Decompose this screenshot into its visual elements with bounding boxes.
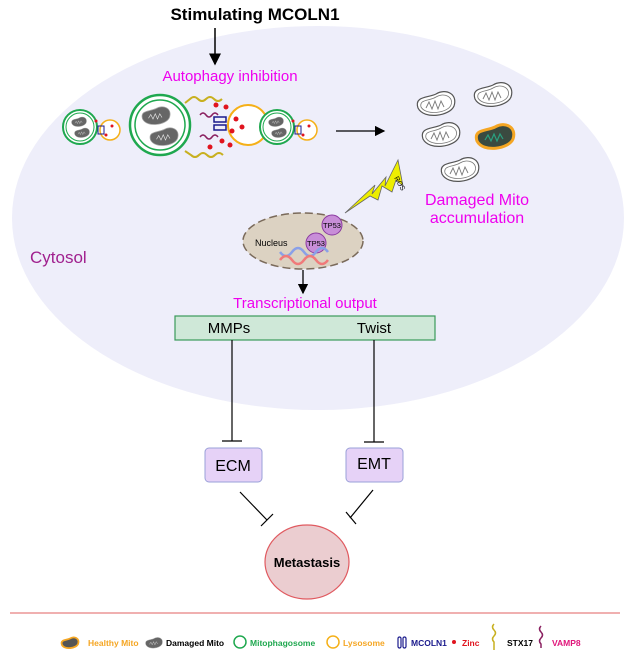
mitophagosome-lysosome-complex-left: [62, 109, 121, 145]
inhibition-lines: [222, 340, 384, 527]
legend-damaged-mito-icon: [145, 637, 163, 649]
metastasis-label: Metastasis: [274, 555, 340, 570]
damaged-mitochondria-cluster: [416, 82, 516, 183]
nucleus-label: Nucleus: [255, 238, 288, 248]
target-twist: Twist: [357, 320, 392, 337]
legend-stx17: STX17: [507, 638, 533, 648]
transcription-label: Transcriptional output: [233, 295, 378, 312]
legend-mitophagosome: Mitophagosome: [250, 638, 315, 648]
metastasis-node: [264, 524, 350, 600]
damaged-label-line-1: Damaged Mito: [425, 192, 529, 209]
autophagy-label: Autophagy inhibition: [162, 68, 297, 85]
target-mmps: MMPs: [208, 320, 251, 337]
cytosol-label: Cytosol: [30, 248, 87, 267]
legend-healthy-mito-icon: [60, 636, 80, 649]
legend-damaged-mito: Damaged Mito: [166, 638, 224, 648]
dna-icon: [279, 246, 329, 266]
legend-mcoln1-icon: [397, 636, 407, 649]
title: Stimulating MCOLN1: [170, 5, 339, 24]
ecm-label: ECM: [215, 458, 251, 475]
healthy-mito-icon: [474, 123, 516, 150]
nucleus: Nucleus TP53 TP53: [242, 212, 364, 270]
emt-label: EMT: [357, 456, 391, 473]
mitophagosome-lysosome-complex-right: [259, 109, 318, 145]
legend-mcoln1: MCOLN1: [411, 638, 447, 648]
legend-stx17-icon: [491, 623, 497, 650]
legend-zinc-icon: [452, 640, 456, 644]
legend-zinc: Zinc: [462, 638, 480, 648]
legend-mitophagosome-icon: [233, 635, 247, 649]
legend-lysosome-icon: [326, 635, 340, 649]
legend: Healthy Mito Damaged Mito Mitophagosome …: [60, 623, 581, 650]
damaged-label-line-2: accumulation: [430, 210, 524, 227]
ecm-box: [204, 447, 263, 483]
tp53-outer: TP53: [323, 221, 341, 230]
legend-vamp8: VAMP8: [552, 638, 581, 648]
legend-vamp8-icon: [538, 625, 544, 648]
target-genes-box: [174, 315, 436, 341]
legend-healthy-mito: Healthy Mito: [88, 638, 139, 648]
tp53-inner: TP53: [307, 239, 325, 248]
emt-box: [345, 447, 404, 483]
mitophagosome-lysosome-complex-main: [128, 93, 269, 158]
legend-lysosome: Lysosome: [343, 638, 385, 648]
